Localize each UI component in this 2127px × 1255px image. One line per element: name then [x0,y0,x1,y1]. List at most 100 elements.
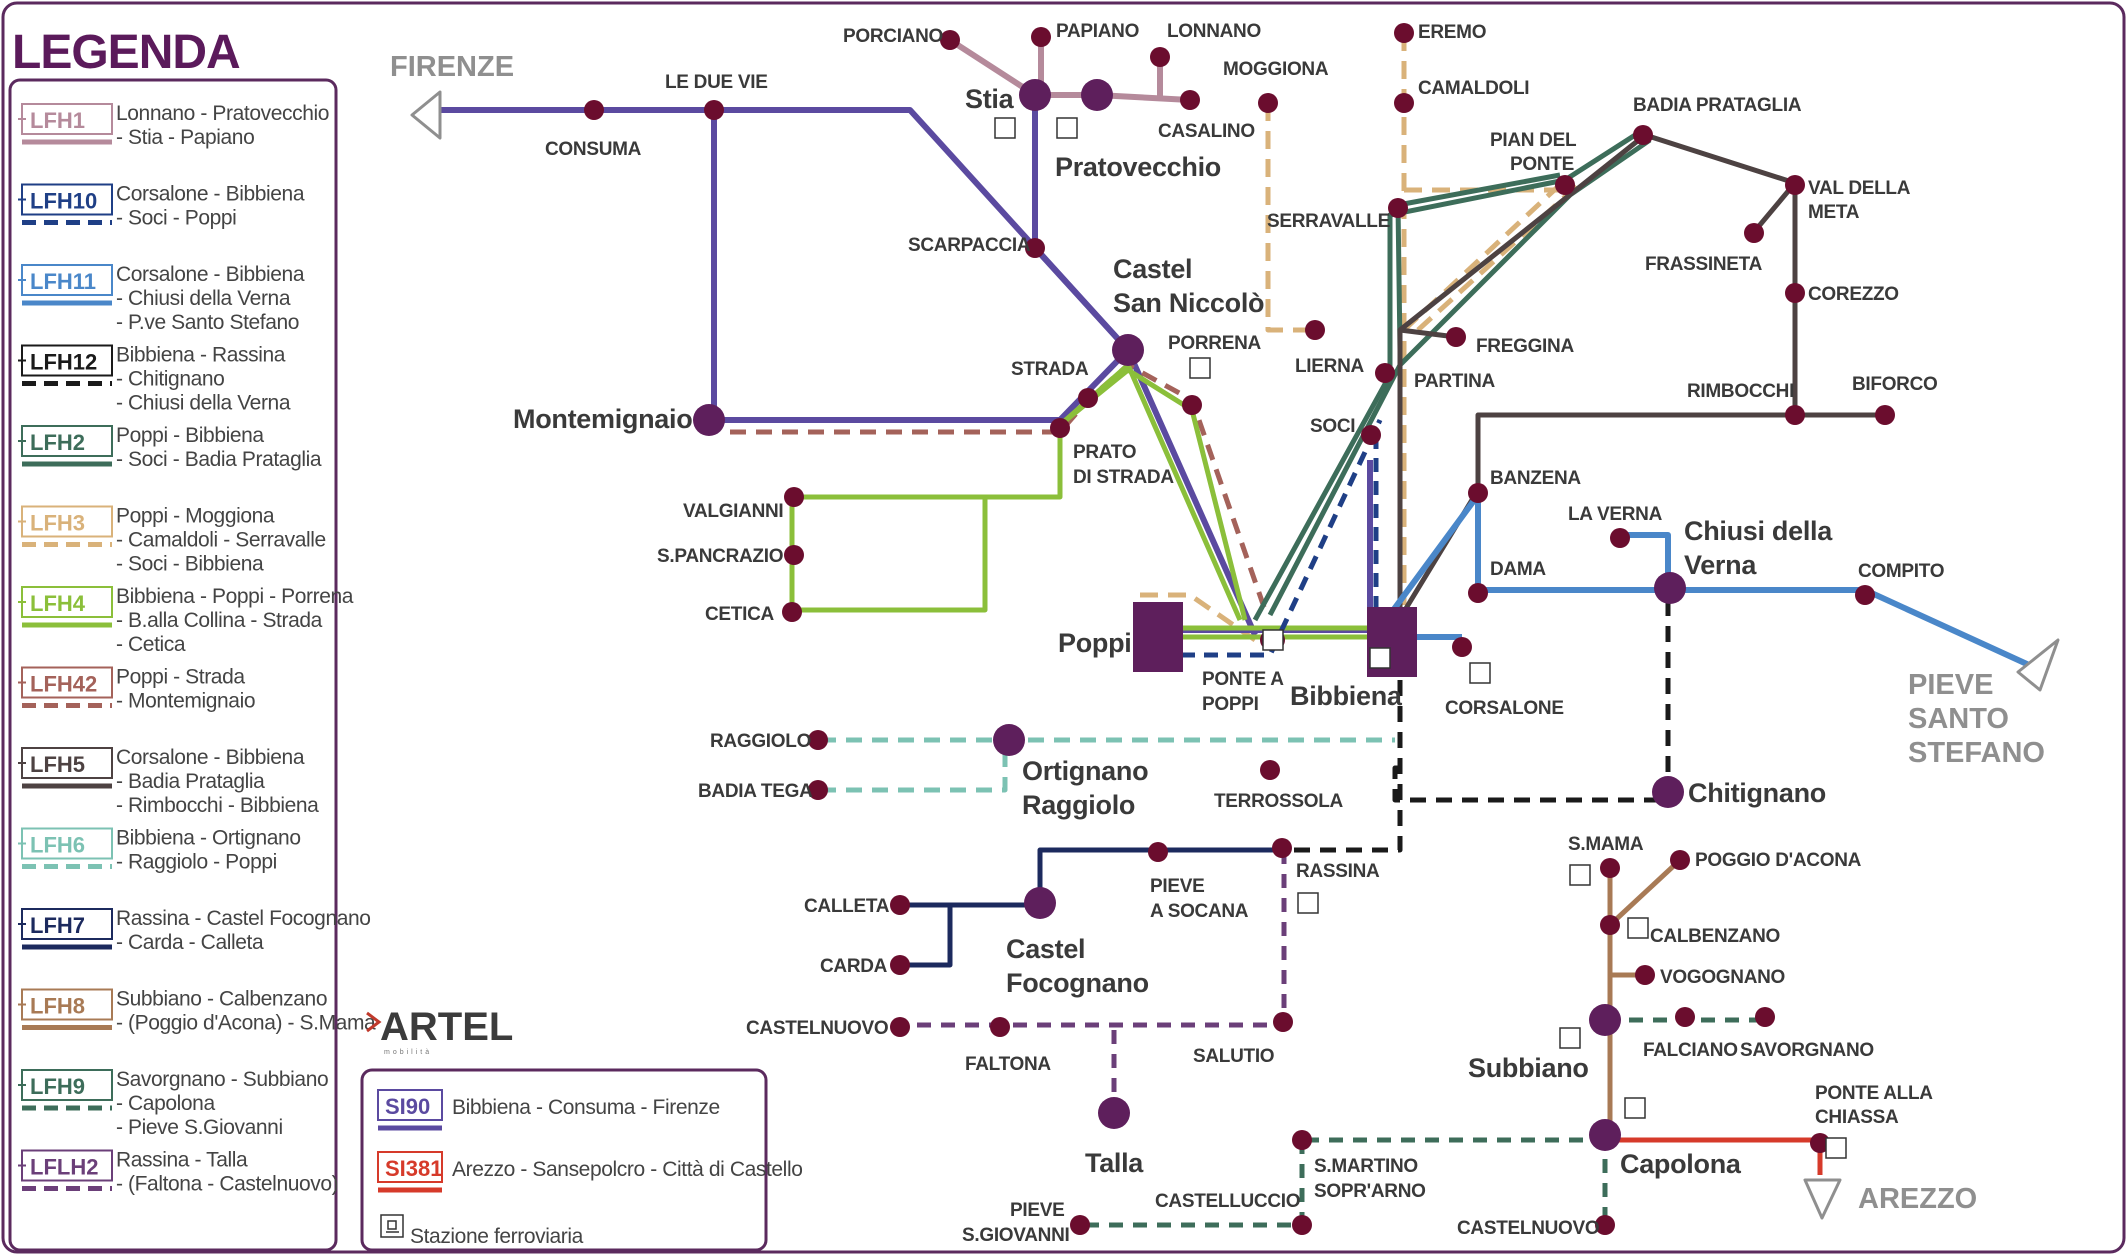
stop-cetica[interactable] [782,602,802,622]
stop-porciano[interactable] [940,30,960,50]
stop-calbenzano[interactable] [1600,915,1620,935]
label-psg-1: PIEVE [1010,1200,1064,1221]
stop-terrossola[interactable] [1260,760,1280,780]
stop-savorgnano[interactable] [1755,1007,1775,1027]
stop-castel-san-niccolo[interactable] [1112,334,1144,366]
dest-arezzo: AREZZO [1858,1183,1977,1215]
legend-desc: Corsalone - Bibbiena [116,263,305,286]
label-raggiolo: RAGGIOLO [710,731,811,752]
label-vogognano: VOGOGNANO [1660,967,1785,988]
stop-poggio-d-acona[interactable] [1670,850,1690,870]
stop-pratovecchio[interactable] [1081,79,1113,111]
stop-strada[interactable] [1078,388,1098,408]
stop-lonnano[interactable] [1150,47,1170,67]
stop-rimbocchi[interactable] [1785,405,1805,425]
train-station-icon [1627,917,1649,939]
stop-prato-di-strada[interactable] [1050,418,1070,438]
stop-biforco[interactable] [1875,405,1895,425]
stop-corezzo[interactable] [1785,283,1805,303]
legend-code: LFH2 [30,430,85,455]
stop-stia[interactable] [1019,79,1051,111]
legend-box [8,78,338,1252]
stop-moggiona[interactable] [1258,93,1278,113]
legend-desc: - Capolona [116,1092,215,1115]
stop-pian-del-ponte[interactable] [1555,175,1575,195]
label-terrossola: TERROSSOLA [1214,791,1344,812]
stop-valgianni[interactable] [784,487,804,507]
legend-station-entry: Stazione ferroviaria [380,1214,584,1248]
stop-pieve-s-giovanni[interactable] [1070,1215,1090,1235]
stop-porrena[interactable] [1182,395,1202,415]
label-la-verna: LA VERNA [1568,504,1663,525]
label-s-pancrazio: S.PANCRAZIO [657,546,783,567]
label-lonnano: LONNANO [1167,21,1261,42]
stop-castelluccio[interactable] [1292,1215,1312,1235]
stop-rassina[interactable] [1272,838,1292,858]
stop-capolona[interactable] [1589,1119,1621,1151]
stop-badia-prataglia[interactable] [1633,125,1653,145]
legend-code: LFH5 [30,752,85,777]
label-moggiona: MOGGIONA [1223,59,1329,80]
legend-code-box [21,1069,113,1101]
label-compito: COMPITO [1858,561,1944,582]
stop-pieve-a-socana[interactable] [1148,842,1168,862]
stop-chiusi-della-verna[interactable] [1654,572,1686,604]
stop-talla[interactable] [1098,1097,1130,1129]
label-pap-2: POPPI [1202,694,1259,715]
label-valgianni: VALGIANNI [683,501,783,522]
stop-castelnuovo-s[interactable] [1595,1215,1615,1235]
stop-la-verna[interactable] [1610,528,1630,548]
stop-papiano[interactable] [1031,27,1051,47]
stop-badia-tega[interactable] [808,780,828,800]
stop-s-pancrazio[interactable] [784,545,804,565]
dest-pss-3: STEFANO [1908,737,2045,769]
label-savorgnano: SAVORGNANO [1740,1040,1874,1061]
stop-calleta[interactable] [890,895,910,915]
stop-partina[interactable] [1375,363,1395,383]
stop-montemignaio[interactable] [693,404,725,436]
stop-eremo[interactable] [1394,23,1414,43]
label-cdv-1: Chiusi della [1684,516,1833,546]
stop-freggina[interactable] [1446,327,1466,347]
stop-poppi[interactable] [1133,602,1183,672]
stop-lierna[interactable] [1305,320,1325,340]
legend-desc: - Soci - Bibbiena [116,553,264,576]
stop-frassineta[interactable] [1744,223,1764,243]
stop-le-due-vie[interactable] [704,100,724,120]
stop-carda[interactable] [890,955,910,975]
stop-subbiano[interactable] [1589,1004,1621,1036]
legend-desc: Bibbiena - Consuma - Firenze [452,1096,720,1119]
stop-salutio[interactable] [1273,1012,1293,1032]
stop-val-della-meta[interactable] [1785,175,1805,195]
main-stops [693,79,1686,1151]
stop-banzena[interactable] [1468,483,1488,503]
stop-dama[interactable] [1468,583,1488,603]
stop-soci[interactable] [1361,425,1381,445]
stop-raggiolo[interactable] [808,730,828,750]
stop-s-martino[interactable] [1292,1130,1312,1150]
stop-ponte-alla-chiassa[interactable] [1810,1133,1830,1153]
stop-corsalone[interactable] [1452,637,1472,657]
stop-compito[interactable] [1855,585,1875,605]
stop-castelnuovo-w[interactable] [890,1017,910,1037]
stop-ortignano-raggiolo[interactable] [993,724,1025,756]
stop-camaldoli[interactable] [1394,93,1414,113]
stop-casalino[interactable] [1180,90,1200,110]
stop-castel-focognano[interactable] [1024,887,1056,919]
legend-desc: - Chiusi della Verna [116,392,291,415]
stop-falciano[interactable] [1675,1007,1695,1027]
stop-consuma[interactable] [584,100,604,120]
stop-vogognano[interactable] [1635,965,1655,985]
stop-faltona[interactable] [990,1017,1010,1037]
stop-chitignano[interactable] [1652,776,1684,808]
stop-serravalle[interactable] [1388,198,1408,218]
stop-s-mama[interactable] [1600,858,1620,878]
stop-scarpaccia[interactable] [1025,238,1045,258]
